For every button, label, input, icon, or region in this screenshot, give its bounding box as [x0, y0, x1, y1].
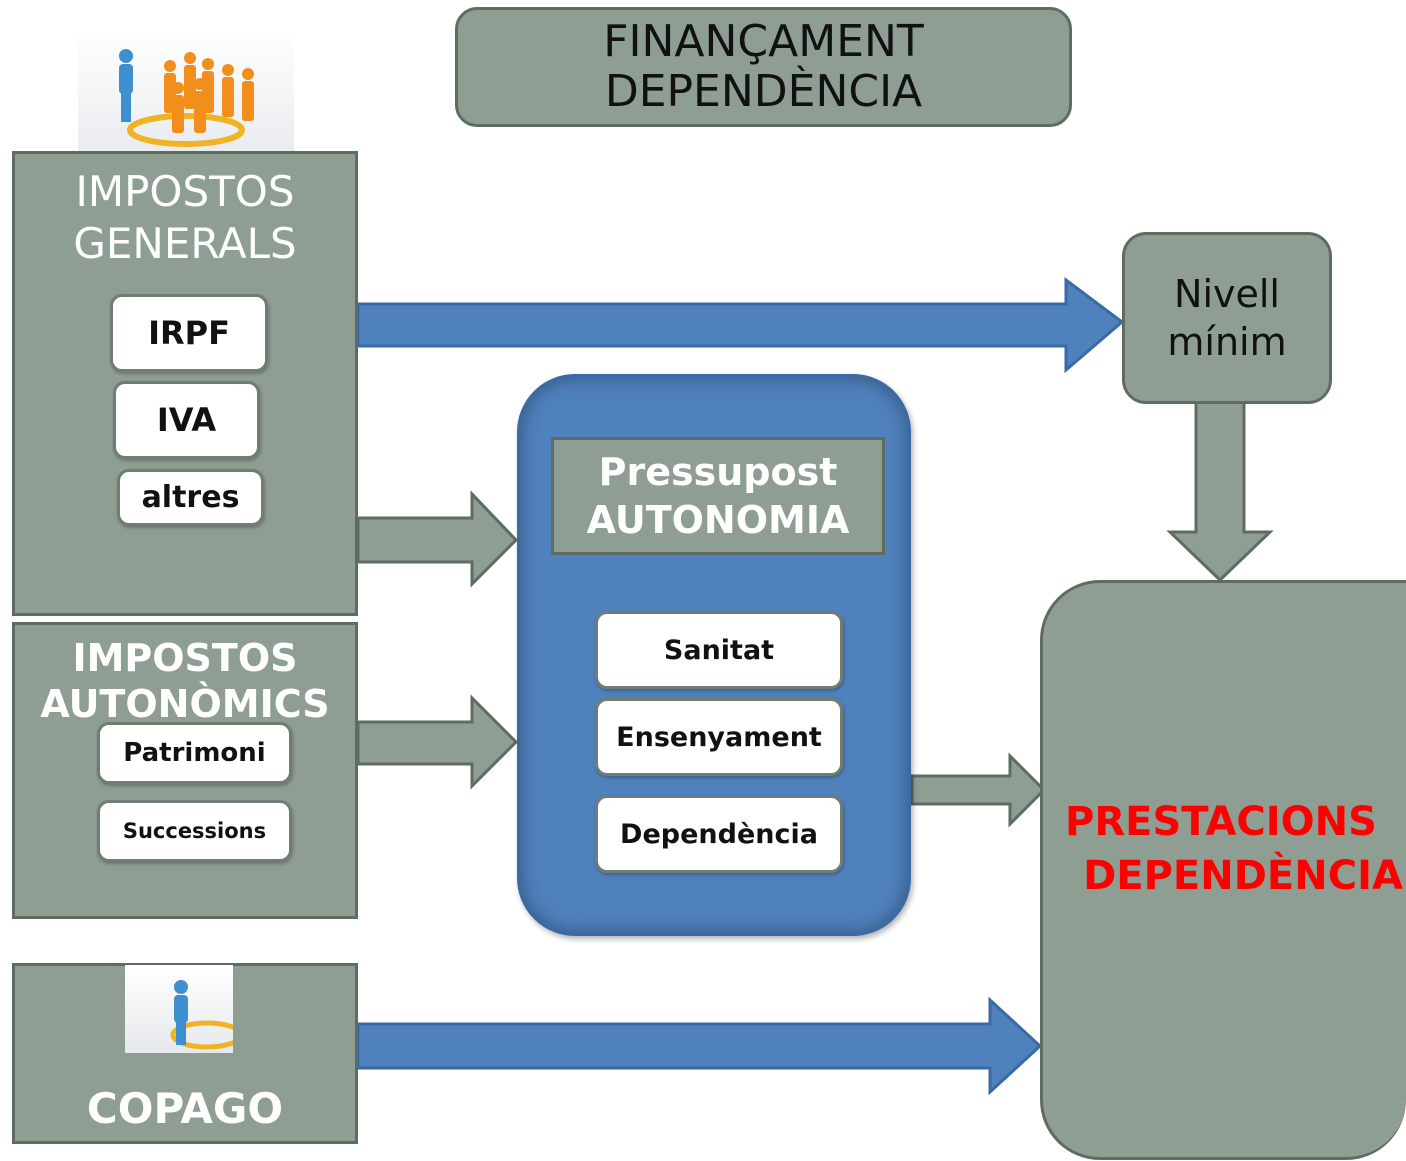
nivell-minim-line2: mínim	[1167, 320, 1287, 364]
item-patrimoni: Patrimoni	[97, 722, 292, 784]
impostos-autonomics-title-line2: AUTONÒMICS	[40, 682, 330, 726]
item-irpf: IRPF	[110, 294, 268, 372]
prestacions-line1: PRESTACIONS	[1065, 799, 1377, 845]
nivell-minim-box: Nivell mínim	[1122, 232, 1332, 404]
arrow-pressupost-to-prestacions	[910, 752, 1047, 828]
copago-label: COPAGO	[86, 1084, 284, 1133]
title-line2: DEPENDÈNCIA	[604, 66, 923, 117]
item-iva: IVA	[113, 381, 260, 459]
impostos-autonomics-title-line1: IMPOSTOS	[72, 636, 298, 680]
title-box: FINANÇAMENT DEPENDÈNCIA	[455, 7, 1072, 127]
pressupost-header: Pressupost AUTONOMIA	[551, 437, 885, 555]
person-icon	[170, 980, 244, 1050]
title-line1: FINANÇAMENT	[603, 16, 924, 67]
arrow-generals-to-pressupost	[356, 490, 519, 588]
item-altres: altres	[117, 469, 264, 526]
pressupost-title-line1: Pressupost	[598, 450, 838, 494]
arrow-nivell-to-prestacions	[1166, 400, 1274, 583]
item-successions: Successions	[97, 800, 292, 862]
prestacions-line2: DEPENDÈNCIA	[1083, 853, 1403, 899]
prestacions-box: PRESTACIONS DEPENDÈNCIA	[1040, 580, 1406, 1160]
impostos-generals-title-line2: GENERALS	[73, 219, 297, 268]
people-group-illustration	[78, 30, 294, 152]
arrow-copago-to-prestacions	[356, 996, 1043, 1096]
people-group-icon	[119, 49, 254, 147]
item-ensenyament: Ensenyament	[595, 698, 843, 776]
arrow-autonomics-to-pressupost	[356, 694, 519, 790]
item-dependencia: Dependència	[595, 795, 843, 873]
impostos-generals-title-line1: IMPOSTOS	[75, 167, 295, 216]
single-person-illustration	[125, 965, 244, 1053]
item-sanitat: Sanitat	[595, 611, 843, 689]
arrow-generals-to-nivell	[356, 277, 1125, 374]
nivell-minim-line1: Nivell	[1174, 272, 1280, 316]
pressupost-title-line2: AUTONOMIA	[586, 498, 850, 542]
